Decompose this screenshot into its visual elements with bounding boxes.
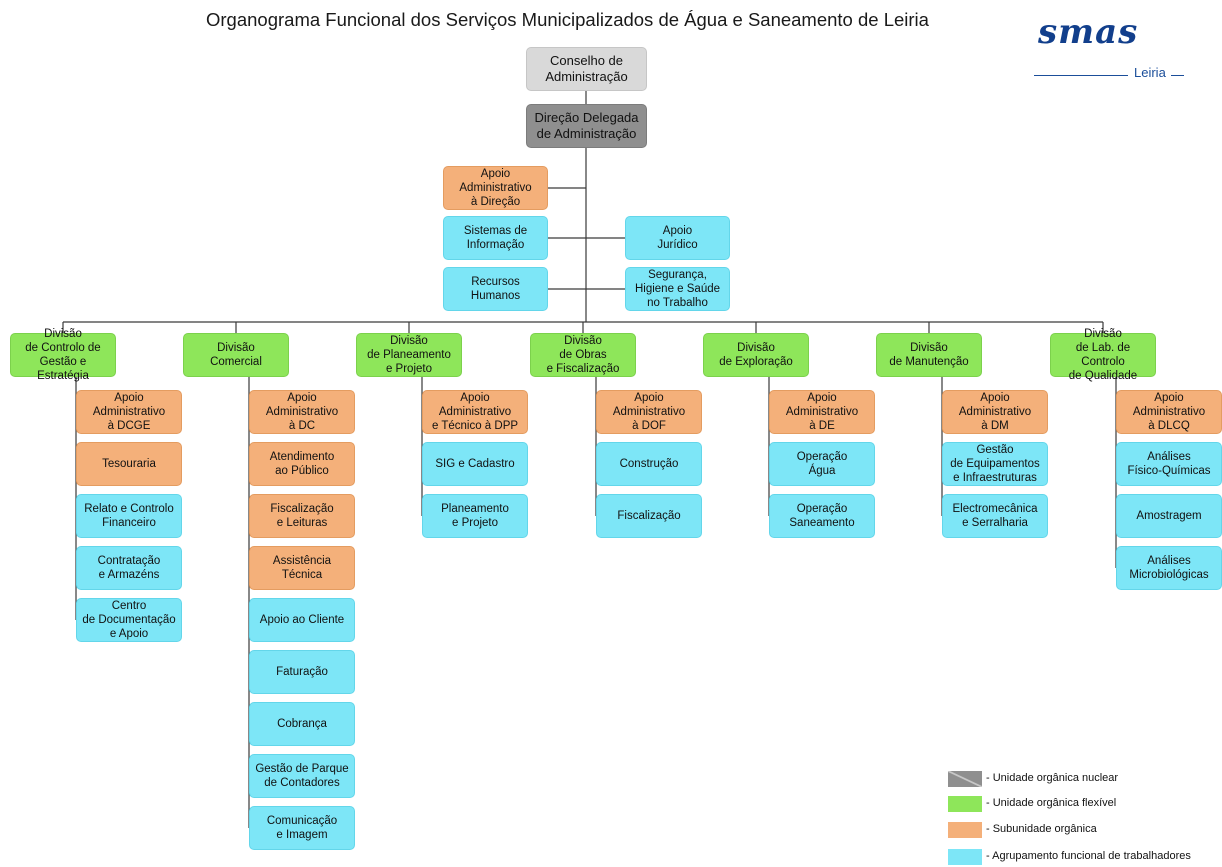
- node-division-7-child: Amostragem: [1116, 494, 1222, 538]
- node-division-2-child: Assistência Técnica: [249, 546, 355, 590]
- node-division-2: Divisão Comercial: [183, 333, 289, 377]
- node-division-1-child: Centro de Documentação e Apoio: [76, 598, 182, 642]
- node-division-7-child: Análises Físico-Químicas: [1116, 442, 1222, 486]
- node-conselho-administracao: Conselho de Administração: [526, 47, 647, 91]
- node-division-4-child: Fiscalização: [596, 494, 702, 538]
- legend-label: - Agrupamento funcional de trabalhadores: [986, 850, 1191, 862]
- node-division-6: Divisão de Manutenção: [876, 333, 982, 377]
- logo-divider-left: [1034, 75, 1128, 76]
- chart-title: Organograma Funcional dos Serviços Munic…: [206, 9, 929, 30]
- node-division-2-child: Faturação: [249, 650, 355, 694]
- legend-swatch: [948, 822, 982, 838]
- node-division-2-child: Cobrança: [249, 702, 355, 746]
- node-sistemas-informacao: Sistemas de Informação: [443, 216, 548, 260]
- node-division-3: Divisão de Planeamento e Projeto: [356, 333, 462, 377]
- node-division-4: Divisão de Obras e Fiscalização: [530, 333, 636, 377]
- node-division-5: Divisão de Exploração: [703, 333, 809, 377]
- legend-label: - Subunidade orgânica: [986, 823, 1097, 835]
- node-division-7-child: Análises Microbiológicas: [1116, 546, 1222, 590]
- node-division-2-child: Atendimento ao Público: [249, 442, 355, 486]
- node-division-5-child: Operação Água: [769, 442, 875, 486]
- node-division-6-child: Electromecânica e Serralharia: [942, 494, 1048, 538]
- legend-label: - Unidade orgânica nuclear: [986, 772, 1119, 784]
- node-division-7-child: Apoio Administrativo à DLCQ: [1116, 390, 1222, 434]
- node-division-1-child: Tesouraria: [76, 442, 182, 486]
- node-division-7: Divisão de Lab. de Controlo de Qualidade: [1050, 328, 1156, 382]
- node-division-3-child: SIG e Cadastro: [422, 442, 528, 486]
- node-recursos-humanos: Recursos Humanos: [443, 267, 548, 311]
- node-division-4-child: Construção: [596, 442, 702, 486]
- node-division-1-child: Relato e Controlo Financeiro: [76, 494, 182, 538]
- node-division-5-child: Apoio Administrativo à DE: [769, 390, 875, 434]
- legend-swatch: [948, 849, 982, 865]
- node-division-2-child: Comunicação e Imagem: [249, 806, 355, 850]
- node-division-1-child: Apoio Administrativo à DCGE: [76, 390, 182, 434]
- logo-wordmark: smas: [1038, 12, 1139, 52]
- logo-divider-right: [1171, 75, 1184, 76]
- smas-logo: smas Leiria: [1030, 12, 1200, 92]
- node-apoio-juridico: Apoio Jurídico: [625, 216, 730, 260]
- node-division-3-child: Planeamento e Projeto: [422, 494, 528, 538]
- node-division-1: Divisão de Controlo de Gestão e Estratég…: [10, 328, 116, 382]
- legend-swatch: [948, 796, 982, 812]
- logo-subtitle: Leiria: [1134, 65, 1166, 80]
- node-division-2-child: Fiscalização e Leituras: [249, 494, 355, 538]
- node-division-3-child: Apoio Administrativo e Técnico à DPP: [422, 390, 528, 434]
- legend-label: - Unidade orgânica flexível: [986, 797, 1117, 809]
- node-seguranca-higiene-saude: Segurança, Higiene e Saúde no Trabalho: [625, 267, 730, 311]
- node-direcao-delegada: Direção Delegada de Administração: [526, 104, 647, 148]
- node-division-6-child: Gestão de Equipamentos e Infraestruturas: [942, 442, 1048, 486]
- node-division-2-child: Gestão de Parque de Contadores: [249, 754, 355, 798]
- node-division-2-child: Apoio Administrativo à DC: [249, 390, 355, 434]
- node-apoio-administrativo-direcao: Apoio Administrativo à Direção: [443, 166, 548, 210]
- node-division-5-child: Operação Saneamento: [769, 494, 875, 538]
- node-division-4-child: Apoio Administrativo à DOF: [596, 390, 702, 434]
- node-division-1-child: Contratação e Armazéns: [76, 546, 182, 590]
- legend-swatch: [948, 771, 982, 787]
- node-division-6-child: Apoio Administrativo à DM: [942, 390, 1048, 434]
- node-division-2-child: Apoio ao Cliente: [249, 598, 355, 642]
